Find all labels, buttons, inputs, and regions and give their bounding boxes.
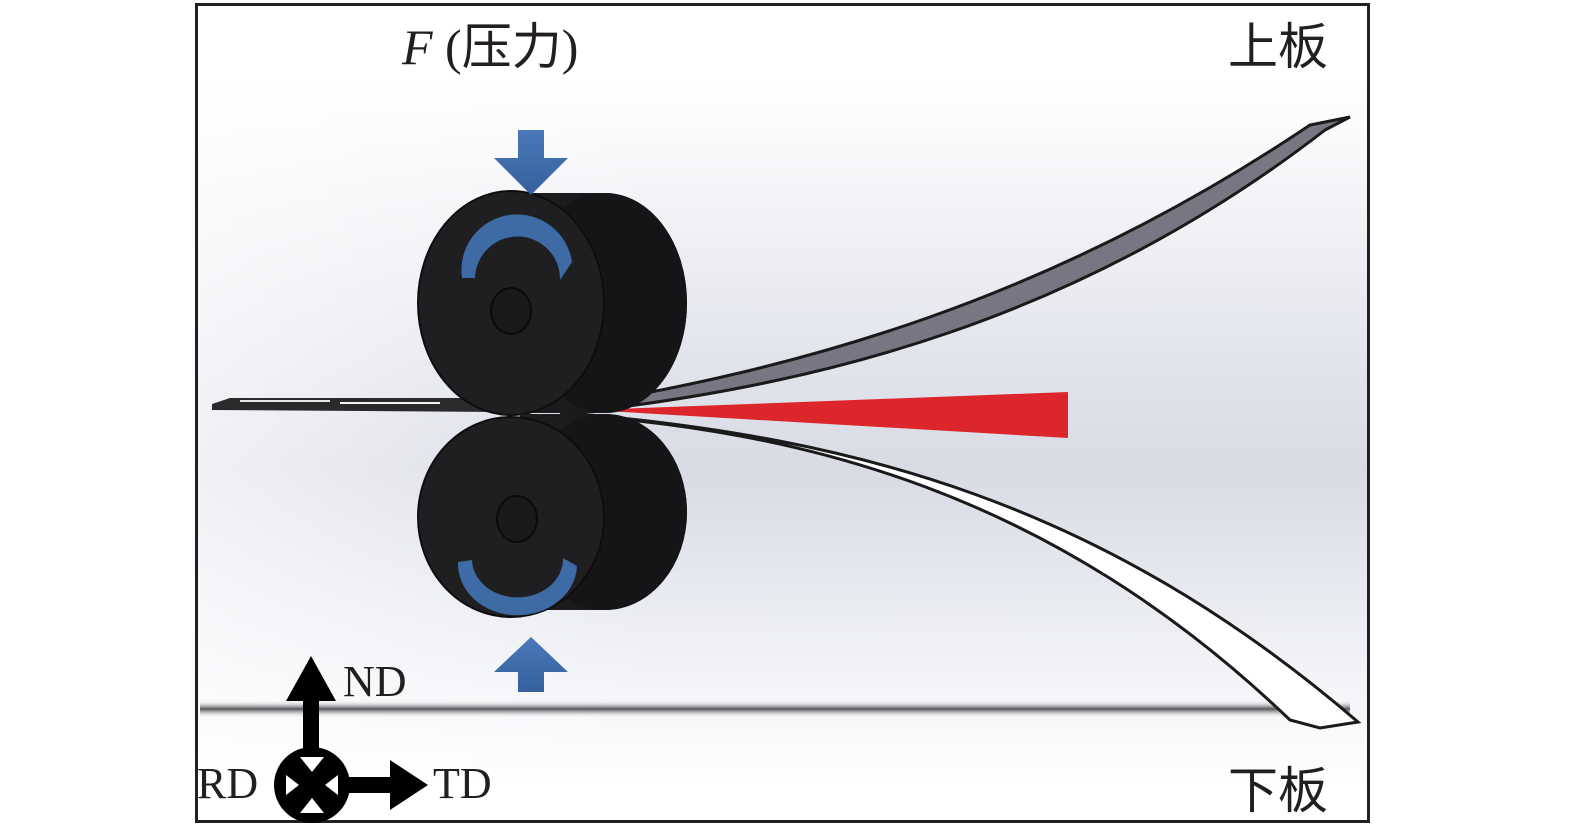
force-symbol: F [402, 19, 433, 75]
lower-plate-label: 下板 [1228, 763, 1328, 819]
incoming-plate [212, 398, 520, 412]
td-arrow-icon [390, 760, 428, 810]
lower-plate [559, 412, 1362, 730]
nd-axis-label: ND [343, 657, 407, 706]
upper-plate [559, 115, 1351, 414]
rotation-arrow-icon [457, 558, 577, 616]
coordinate-axes [274, 656, 428, 823]
ground-shadow [200, 700, 1350, 718]
lower-roller [417, 414, 687, 618]
rd-axis-label: RD [197, 759, 259, 808]
upper-roller [417, 190, 687, 416]
render-background [198, 84, 1367, 784]
rotation-arrow-icon [461, 214, 572, 280]
upper-plate-label: 上板 [1228, 19, 1328, 75]
nd-arrow-icon [286, 656, 336, 701]
force-label: F (压力) [402, 22, 578, 72]
td-axis-label: TD [433, 759, 492, 808]
force-arrow-down-icon [494, 130, 568, 195]
force-text: (压力) [445, 19, 579, 75]
crack-wedge [588, 392, 1068, 438]
figure-frame [195, 3, 1370, 823]
rd-into-page-icon [274, 747, 350, 823]
force-arrow-up-icon [494, 637, 568, 692]
